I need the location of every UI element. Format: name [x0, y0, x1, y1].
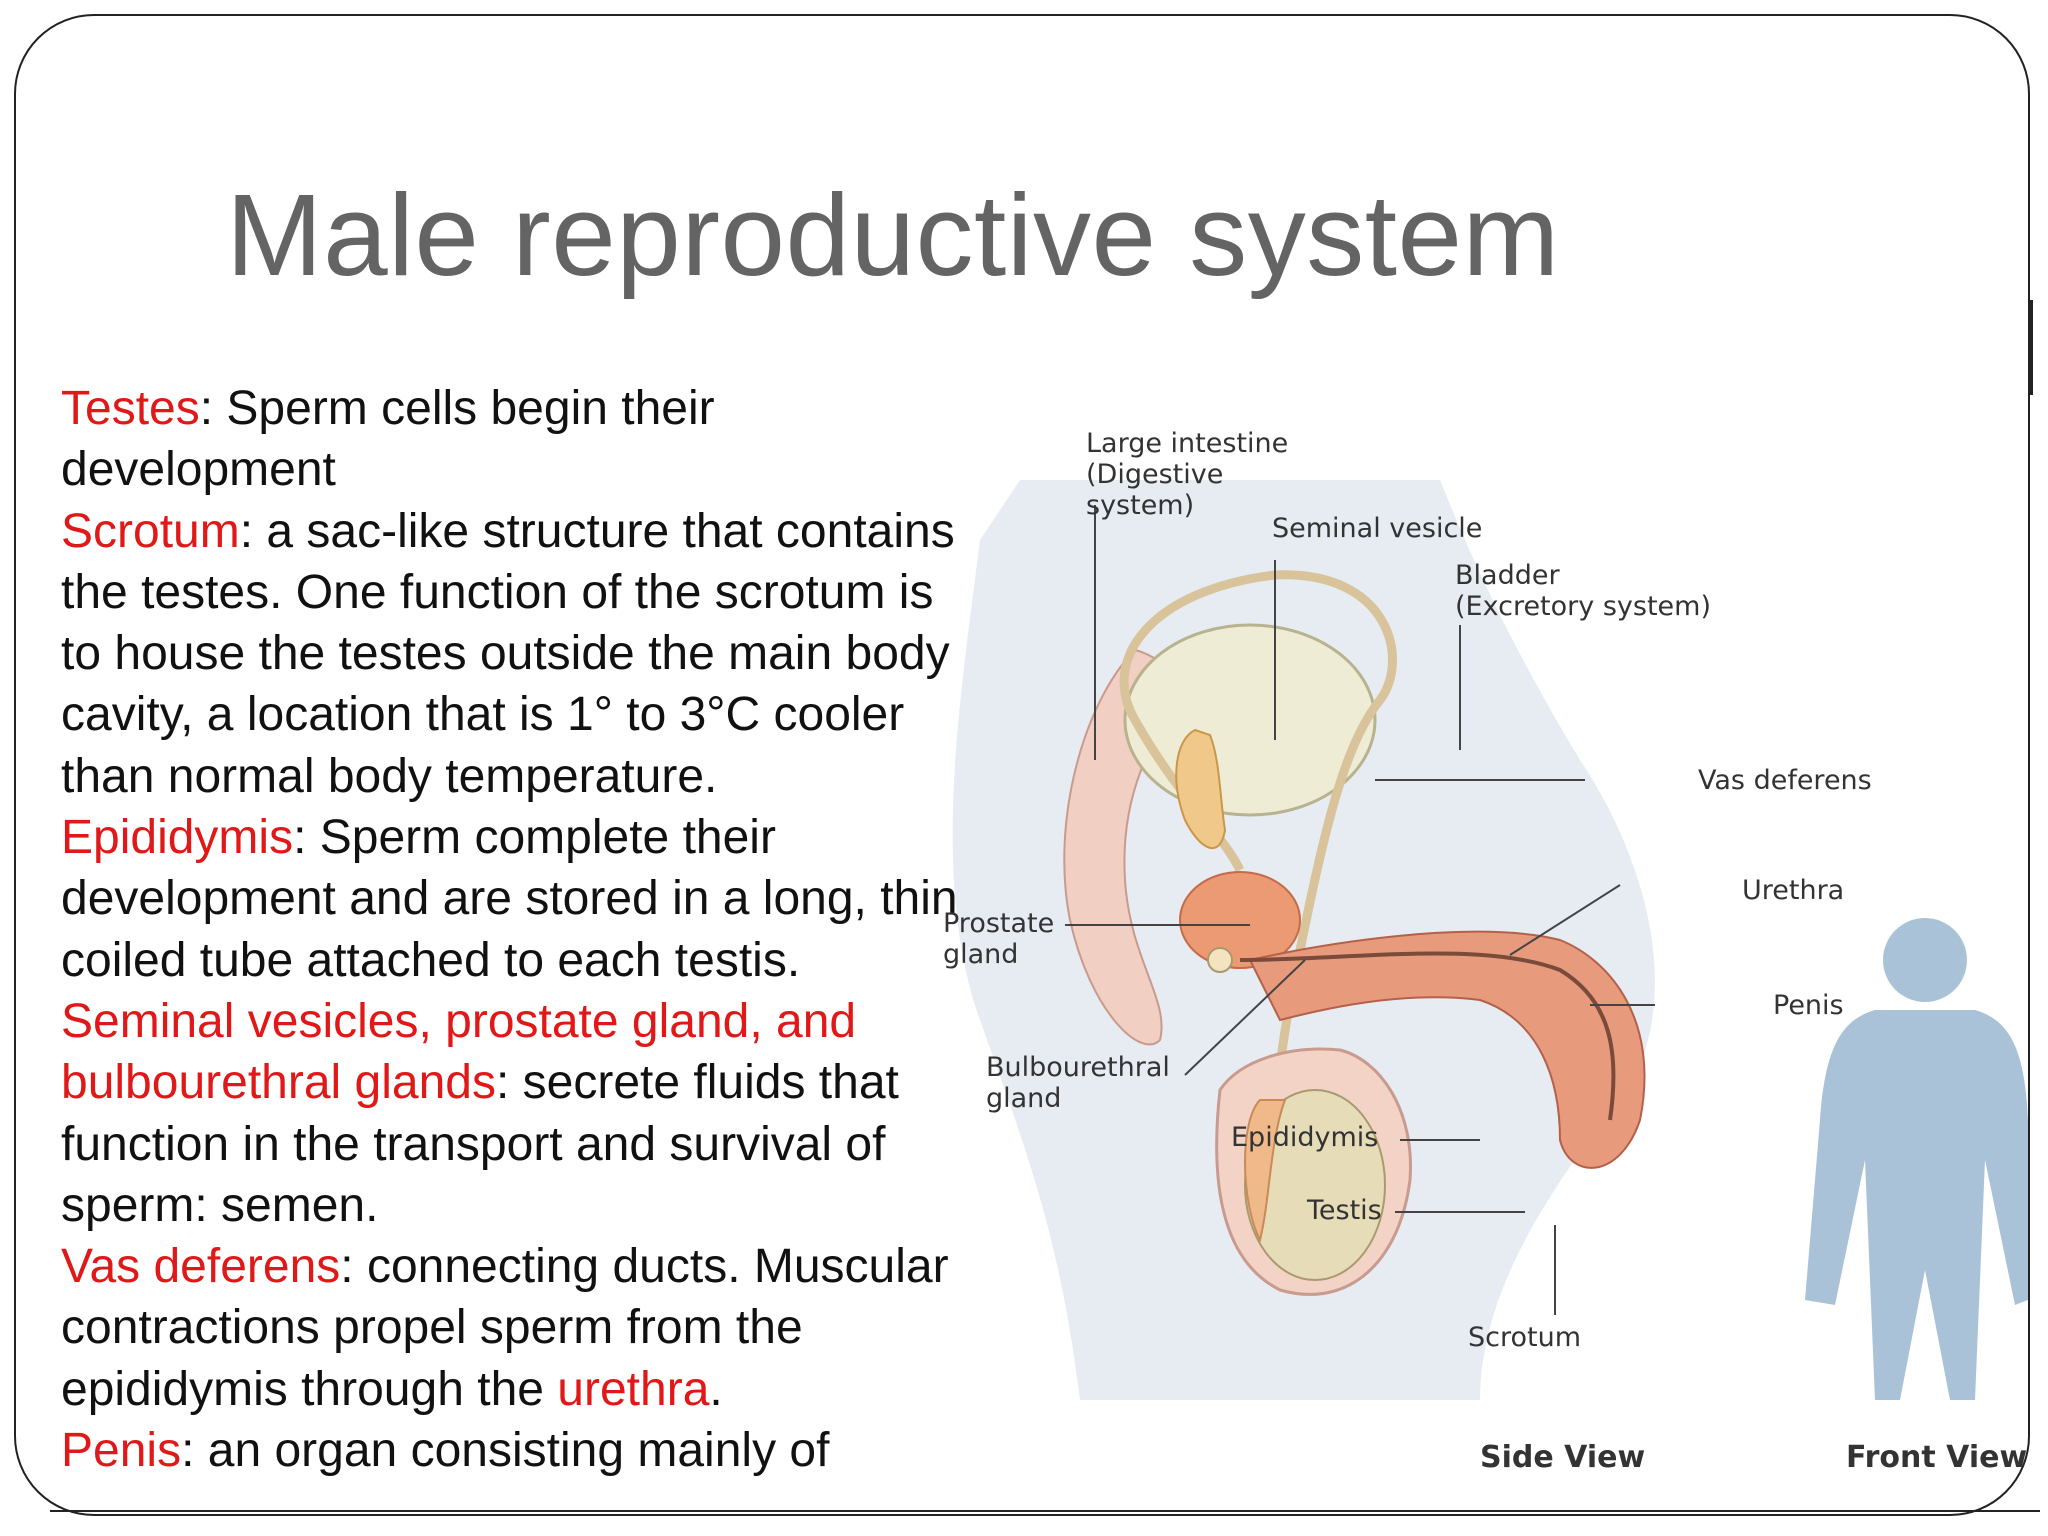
seminal-vesicle-shape	[1175, 728, 1227, 850]
label-urethra: Urethra	[1742, 875, 1845, 906]
desc-scrotum: : a sac-like structure that contains the…	[61, 504, 955, 803]
leader-lines	[1065, 505, 1655, 1315]
term-epididymis: Epididymis	[61, 811, 294, 865]
paragraph-glands: Seminal vesicles, prostate gland, and bu…	[61, 991, 981, 1236]
paragraph-vas-deferens: Vas deferens: connecting ducts. Muscular…	[61, 1236, 981, 1420]
label-bulbourethral-gland: Bulbourethral gland	[986, 1052, 1170, 1114]
term-vas-deferens: Vas deferens	[61, 1240, 341, 1294]
label-epididymis: Epididymis	[1231, 1122, 1379, 1153]
desc-vas-deferens-tail: .	[709, 1362, 723, 1416]
label-bladder: Bladder (Excretory system)	[1455, 560, 1711, 622]
paragraph-testes: Testes: Sperm cells begin their developm…	[61, 378, 981, 501]
front-view-silhouette	[1805, 918, 2028, 1400]
testis-shape	[1244, 1089, 1386, 1281]
label-large-intestine: Large intestine (Digestive system)	[1086, 428, 1289, 521]
desc-penis: : an organ consisting mainly of	[181, 1424, 830, 1478]
desc-testes: : Sperm cells begin their development	[61, 382, 715, 497]
label-prostate-gland: Prostate gland	[943, 908, 1055, 970]
term-scrotum: Scrotum	[61, 504, 240, 558]
label-side-view: Side View	[1480, 1440, 1646, 1475]
term-glands: Seminal vesicles, prostate gland, and bu…	[61, 994, 857, 1110]
label-testis: Testis	[1307, 1195, 1382, 1226]
bottom-frame-line	[50, 1510, 2040, 1512]
body-text: Testes: Sperm cells begin their developm…	[61, 378, 981, 1481]
slide-title: Male reproductive system	[226, 170, 1560, 300]
term-urethra: urethra	[557, 1362, 710, 1416]
label-scrotum: Scrotum	[1468, 1322, 1582, 1353]
label-front-view: Front View	[1846, 1440, 2028, 1475]
paragraph-epididymis: Epididymis: Sperm complete their develop…	[61, 807, 981, 991]
urethra-shape	[1239, 951, 1616, 1121]
frame-edge-mark	[2030, 300, 2033, 395]
anatomy-illustration	[952, 480, 2028, 1400]
slide-frame	[14, 14, 2030, 1516]
paragraph-penis: Penis: an organ consisting mainly of	[61, 1420, 981, 1481]
term-penis: Penis	[61, 1424, 182, 1478]
label-penis: Penis	[1773, 990, 1844, 1021]
label-seminal-vesicle: Seminal vesicle	[1272, 513, 1483, 544]
bulbourethral-gland-shape	[1207, 947, 1233, 973]
paragraph-scrotum: Scrotum: a sac-like structure that conta…	[61, 501, 981, 807]
penis-shape	[1248, 930, 1646, 1169]
desc-vas-deferens: : connecting ducts. Muscular contraction…	[61, 1240, 949, 1416]
term-testes: Testes	[61, 382, 200, 435]
epididymis-shape	[1244, 1099, 1287, 1243]
label-vas-deferens: Vas deferens	[1698, 765, 1872, 796]
desc-epididymis: : Sperm complete their development and a…	[61, 811, 971, 987]
prostate-shape	[1179, 871, 1301, 969]
anatomy-diagram: Large intestine (Digestive system) Semin…	[920, 400, 2030, 1500]
desc-glands: : secrete fluids that function in the tr…	[61, 1056, 899, 1232]
